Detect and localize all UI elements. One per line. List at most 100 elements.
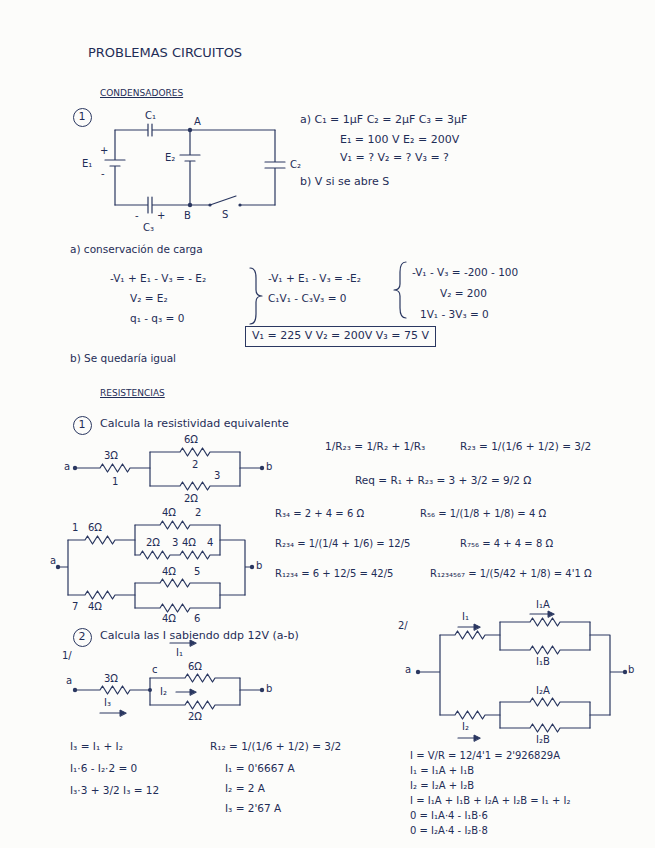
equation: I₁ = 0'6667 A	[225, 762, 295, 774]
node-label: b	[628, 664, 634, 676]
current-circuit-2	[416, 611, 627, 741]
component-label: C₂	[290, 159, 301, 171]
current-label: I₁	[176, 647, 183, 659]
callout-number: 6	[194, 613, 200, 625]
node-label: b	[266, 461, 272, 473]
capacitor-circuit	[105, 124, 285, 213]
page-title: PROBLEMAS CIRCUITOS	[88, 46, 242, 61]
callout-number: 5	[194, 566, 200, 578]
note: a) conservación de carga	[70, 243, 203, 255]
wire-stroke	[590, 714, 610, 715]
wire-stroke	[135, 604, 220, 612]
wire-stroke	[135, 521, 220, 529]
wire-stroke	[135, 579, 220, 587]
polarity-sign: +	[100, 145, 108, 157]
current-label: I₁B	[536, 656, 550, 668]
problem-statement: Calcula las I sabiendo ddp 12V (a-b)	[100, 630, 299, 643]
equation: R₁₂ = 1/(1/6 + 1/2) = 3/2	[210, 740, 341, 752]
wire-stroke	[135, 551, 220, 559]
wire-stroke	[500, 698, 590, 706]
problem-data: V₁ = ? V₂ = ? V₃ = ?	[340, 152, 449, 165]
equation: R₇₅₆ = 4 + 4 = 8 Ω	[460, 538, 553, 550]
component-label: E₂	[165, 152, 175, 164]
resistor-label: 6Ω	[188, 661, 202, 673]
wire-stroke	[474, 735, 480, 741]
equation: C₁V₁ - C₃V₃ = 0	[268, 292, 346, 304]
wire-stroke	[150, 674, 240, 682]
equation: I₂ = I₂A + I₂B	[410, 780, 474, 792]
equation: I₁ = I₁A + I₁B	[410, 765, 474, 777]
answer-box: V₁ = 225 V V₂ = 200V V₃ = 75 V	[245, 326, 436, 347]
resistor-label: 4Ω	[162, 566, 176, 578]
wire-stroke	[75, 686, 150, 694]
wire-stroke	[220, 540, 252, 595]
wire-stroke	[150, 701, 240, 709]
equation: R₂₃ = 1/(1/6 + 1/2) = 3/2	[460, 440, 591, 452]
wire-stroke	[150, 482, 240, 490]
equation: I = I₁A + I₁B + I₂A + I₂B = I₁ + I₂	[410, 795, 571, 807]
equation: -V₁ - V₃ = -200 - 100	[412, 266, 518, 278]
polarity-sign: +	[157, 210, 165, 222]
wire-stroke	[440, 631, 500, 639]
wire-stroke	[220, 594, 245, 595]
equation: 0 = I₂A·4 - I₂B·8	[410, 825, 488, 837]
wire-stroke	[240, 467, 262, 468]
current-label: I₂	[462, 721, 469, 733]
junction-dot	[73, 688, 77, 692]
polarity-sign: -	[135, 210, 139, 222]
wire-stroke	[68, 591, 135, 599]
current-label: I₁	[462, 611, 469, 623]
node-label: c	[152, 664, 158, 676]
current-label: I₁A	[536, 599, 550, 611]
resistor-label: 4Ω	[162, 613, 176, 625]
node-label: B	[184, 210, 191, 222]
wire-stroke	[68, 536, 135, 544]
junction-dot	[623, 670, 627, 674]
current-label: I₂	[160, 686, 167, 698]
wire-stroke	[240, 689, 262, 690]
node-label: a	[66, 675, 72, 687]
junction-dot	[260, 688, 264, 692]
wire-stroke	[250, 268, 262, 324]
wire-stroke	[105, 130, 125, 205]
callout-number: 2	[195, 507, 201, 519]
wire-stroke	[120, 710, 126, 716]
note: b) Se quedaría igual	[70, 352, 176, 364]
resistor-circuit-a	[73, 448, 264, 490]
component-label: E₁	[82, 158, 92, 170]
junction-dot	[238, 203, 241, 206]
component-label: C₃	[143, 222, 154, 234]
equation: Req = R₁ + R₂₃ = 3 + 3/2 = 9/2 Ω	[355, 474, 531, 486]
equation: R₂₃₄ = 1/(1/4 + 1/6) = 12/5	[275, 538, 410, 550]
wire-stroke	[150, 452, 240, 486]
node-label: b	[266, 683, 272, 695]
resistor-circuit-b	[56, 521, 254, 612]
equation: I₃ = 2'67 A	[225, 802, 281, 814]
junction-dot	[416, 670, 420, 674]
resistor-label: 4Ω	[88, 601, 102, 613]
wire-stroke	[548, 611, 554, 617]
junction-dot	[208, 203, 211, 206]
component-label: C₁	[145, 110, 156, 122]
equation: I = V/R = 12/4'1 = 2'926829A	[410, 750, 560, 762]
resistor-label: 3Ω	[104, 673, 118, 685]
node-label: a	[405, 664, 411, 676]
current-circuit-1	[73, 640, 264, 716]
node-label: a	[64, 461, 70, 473]
callout-number: 1	[79, 419, 86, 432]
sub-item: 2/	[398, 620, 408, 632]
problem-data: E₁ = 100 V E₂ = 200V	[340, 134, 459, 147]
callout-number: 1	[79, 111, 86, 124]
equation: V₂ = E₂	[130, 292, 168, 304]
resistor-label: 2Ω	[184, 493, 198, 505]
problem-number: 1	[73, 416, 92, 435]
current-label: I₂A	[536, 685, 550, 697]
resistor-label: 6Ω	[184, 434, 198, 446]
wire-stroke	[440, 711, 500, 719]
resistor-label: 2Ω	[146, 537, 160, 549]
equation: R₅₆ = 1/(1/8 + 1/8) = 4 Ω	[420, 508, 546, 520]
problem-data: a) C₁ = 1μF C₂ = 2μF C₃ = 3μF	[300, 114, 467, 127]
junction-dot	[250, 565, 254, 569]
callout-number: 2	[79, 631, 86, 644]
